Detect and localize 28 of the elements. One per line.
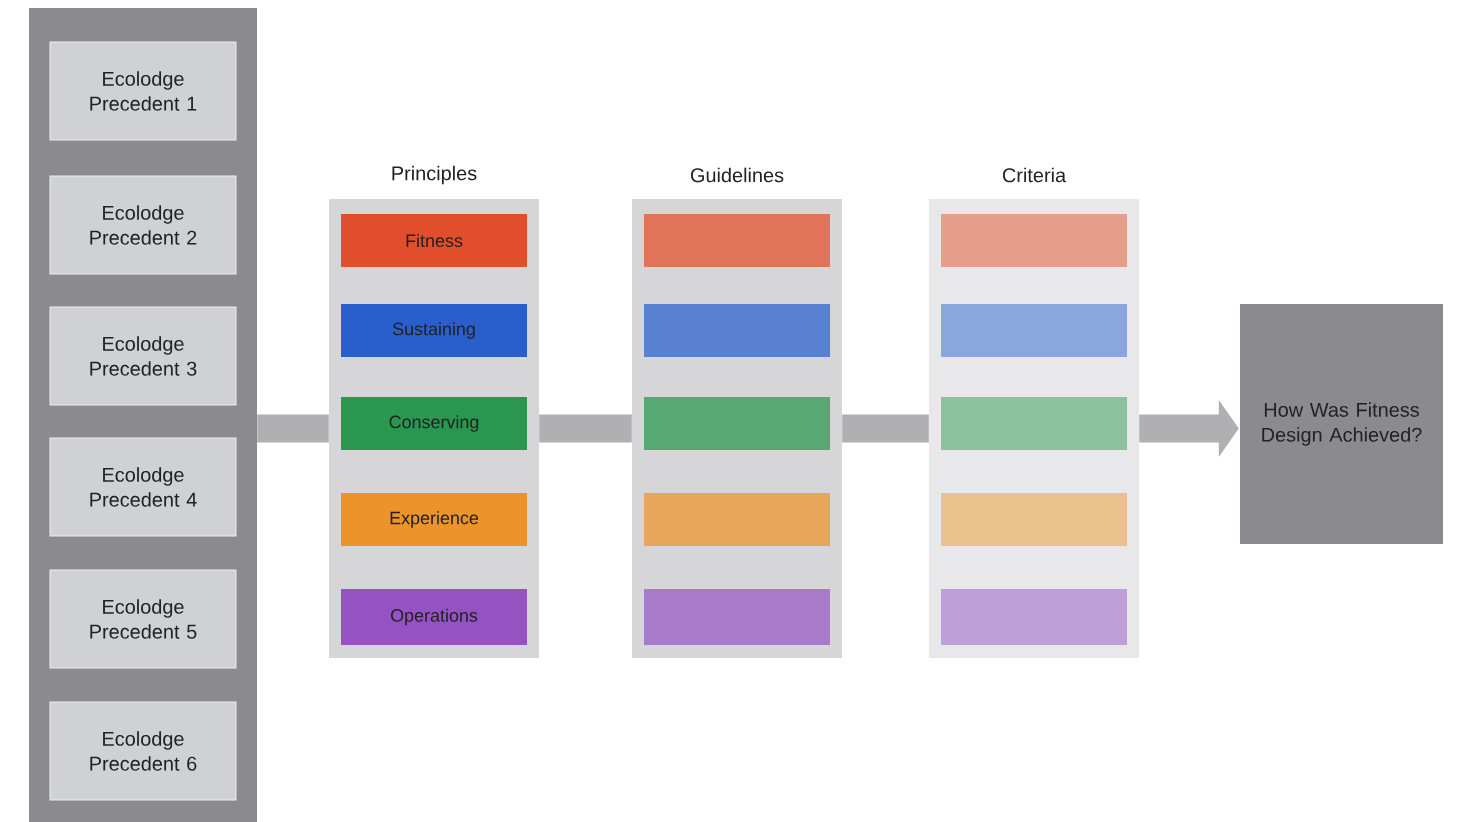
precedent-box: Ecolodge Precedent 1 (49, 41, 237, 141)
connector-bar (539, 414, 632, 443)
precedent-box: Ecolodge Precedent 4 (49, 437, 237, 537)
precedent-box: Ecolodge Precedent 3 (49, 306, 237, 406)
color-box (941, 397, 1127, 450)
result-box: How Was Fitness Design Achieved? (1240, 304, 1443, 544)
color-box (644, 589, 830, 645)
connector-bar (842, 414, 929, 443)
color-box: Fitness (341, 214, 527, 267)
precedent-box: Ecolodge Precedent 2 (49, 175, 237, 275)
connector-bar (257, 414, 329, 443)
color-box: Experience (341, 493, 527, 546)
color-box (941, 214, 1127, 267)
precedent-box: Ecolodge Precedent 5 (49, 569, 237, 669)
color-box: Operations (341, 589, 527, 645)
color-box (941, 304, 1127, 357)
color-box: Conserving (341, 397, 527, 450)
column-heading: Criteria (1002, 167, 1067, 183)
color-box (644, 214, 830, 267)
color-box: Sustaining (341, 304, 527, 357)
color-box (644, 493, 830, 546)
color-box (644, 304, 830, 357)
column-heading: Guidelines (690, 167, 784, 183)
precedent-box: Ecolodge Precedent 6 (49, 701, 237, 801)
column-heading: Principles (392, 165, 477, 185)
color-box (941, 589, 1127, 645)
color-box (644, 397, 830, 450)
color-box (941, 493, 1127, 546)
